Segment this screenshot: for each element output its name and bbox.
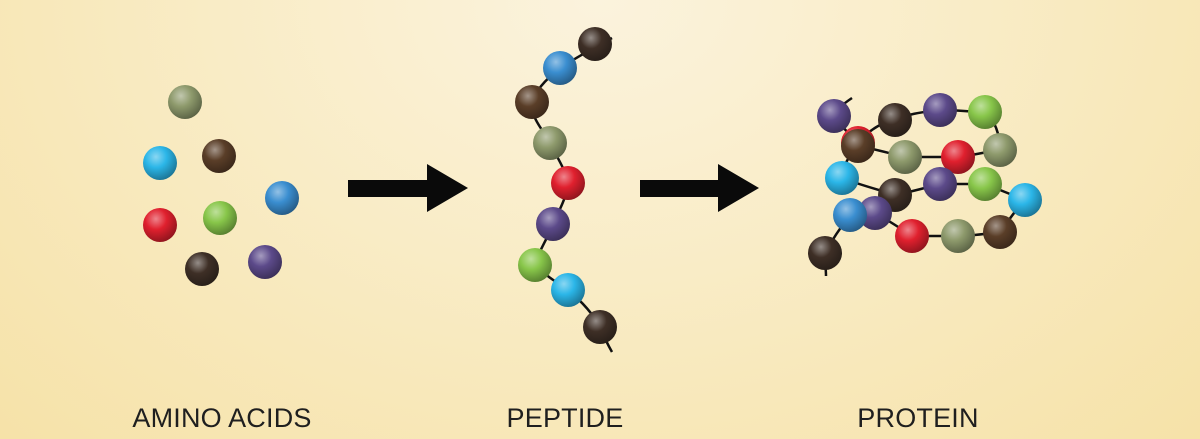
protein-residue-ball xyxy=(1008,183,1042,217)
amino-acid-ball xyxy=(143,146,177,180)
arrow-right-icon xyxy=(348,164,468,212)
protein-residue-ball xyxy=(968,95,1002,129)
protein-residue-ball xyxy=(941,140,975,174)
protein-residue-ball xyxy=(878,103,912,137)
peptide-residue-ball xyxy=(578,27,612,61)
amino-acid-ball xyxy=(248,245,282,279)
stage-label-protein: PROTEIN xyxy=(857,403,979,433)
protein-residue-ball xyxy=(825,161,859,195)
peptide-residue-ball xyxy=(543,51,577,85)
peptide-residue-ball xyxy=(518,248,552,282)
peptide-residue-ball xyxy=(551,166,585,200)
bond-lines xyxy=(530,36,1028,353)
arrow-right-icon xyxy=(640,164,759,212)
amino-acid-ball xyxy=(203,201,237,235)
peptide-residue-ball xyxy=(515,85,549,119)
protein-residue-ball xyxy=(941,219,975,253)
amino-acid-ball xyxy=(168,85,202,119)
protein-residue-ball xyxy=(923,93,957,127)
protein-residue-ball xyxy=(895,219,929,253)
protein-residue-ball xyxy=(841,129,875,163)
peptide-residue-ball xyxy=(533,126,567,160)
protein-residue-ball xyxy=(808,236,842,270)
protein-bond-chain xyxy=(823,96,1028,277)
peptide-bond-chain xyxy=(530,36,614,353)
protein-residue-ball xyxy=(833,198,867,232)
protein-residue-ball xyxy=(888,140,922,174)
protein-residue-ball xyxy=(983,133,1017,167)
amino-acid-ball xyxy=(265,181,299,215)
amino-acid-ball xyxy=(185,252,219,286)
protein-residue-ball xyxy=(858,196,892,230)
stage-label-peptide: PEPTIDE xyxy=(506,403,624,433)
protein-residue-ball xyxy=(968,167,1002,201)
peptide-residue-ball xyxy=(583,310,617,344)
protein-residue-ball xyxy=(923,167,957,201)
peptide-residue-ball xyxy=(551,273,585,307)
amino-acid-ball xyxy=(143,208,177,242)
protein-residue-ball xyxy=(983,215,1017,249)
protein-residue-ball xyxy=(817,99,851,133)
stage-label-amino-acids: AMINO ACIDS xyxy=(132,403,312,433)
amino-acid-ball xyxy=(202,139,236,173)
peptide-residue-ball xyxy=(536,207,570,241)
